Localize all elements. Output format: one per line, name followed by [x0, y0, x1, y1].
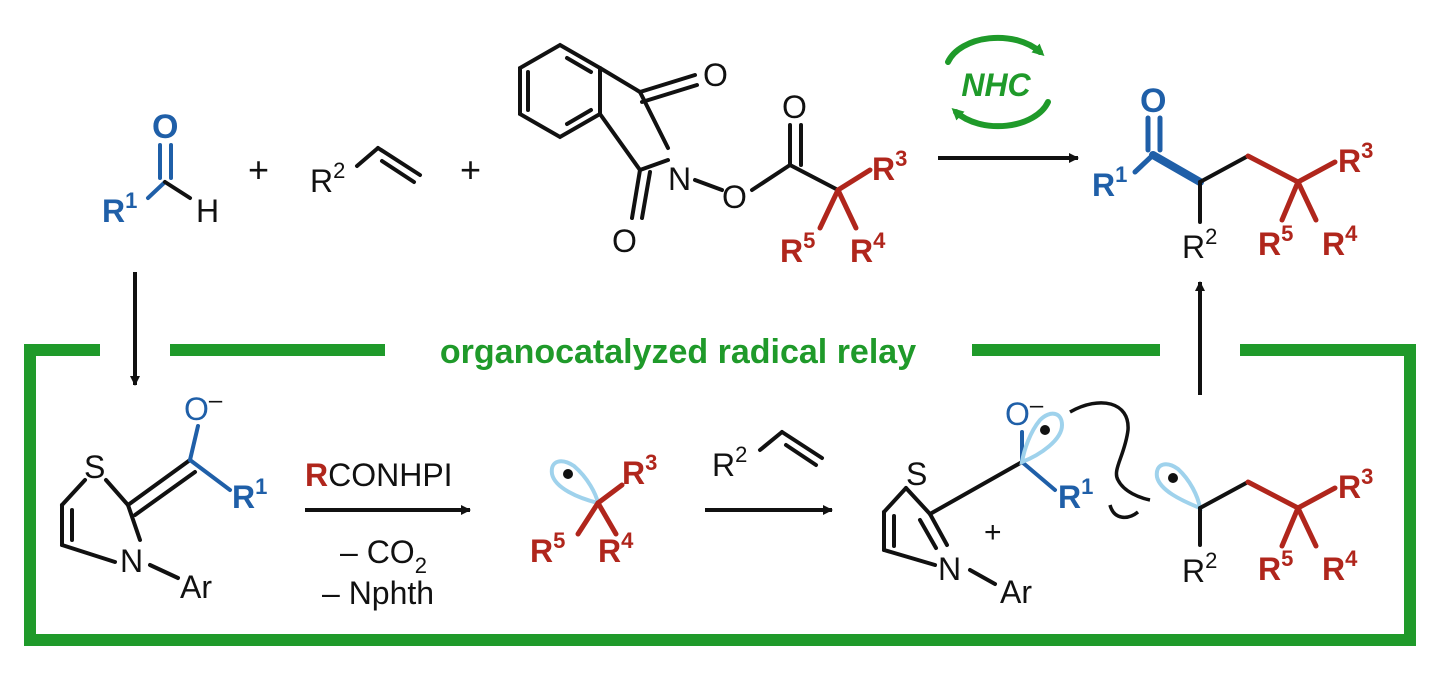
alkene-mid-bonds: [758, 430, 824, 467]
ketyl-nitrogen: N: [938, 551, 961, 587]
breslow-oxygen: O–: [184, 387, 223, 427]
nhc-label: NHC: [961, 67, 1031, 103]
coupling-half-arrow: [1108, 504, 1140, 520]
adduct-orbital: [1154, 462, 1203, 512]
reagent-label: RCONHPI: [305, 457, 453, 493]
nhc-cycle: [945, 34, 1051, 130]
adduct-bonds: [1198, 479, 1338, 549]
nhpi-r4: R4: [850, 228, 886, 269]
ketyl-orbital: [1019, 411, 1065, 466]
radical-coupling-arrow: [1069, 401, 1151, 502]
byproduct-co2: – CO2: [340, 534, 427, 578]
nhpi-nitrogen: N: [668, 161, 691, 197]
radical-orbital: [549, 459, 601, 506]
product-oxygen: O: [1140, 82, 1166, 120]
product-r4: R4: [1322, 221, 1358, 262]
nhpi-r5: R5: [780, 228, 815, 269]
alkene-top-r2: R2: [310, 158, 345, 199]
product-r1: R1: [1092, 162, 1127, 203]
adduct-r5: R5: [1258, 546, 1293, 587]
product-bonds: [1132, 115, 1338, 224]
ketyl-plus: +: [984, 516, 1002, 549]
adduct-r4: R4: [1322, 546, 1358, 587]
aldehyde-oxygen: O: [152, 108, 178, 146]
ketyl-thiazolium: [882, 430, 1057, 586]
adduct-r3: R3: [1338, 464, 1373, 505]
nhpi-o3: O: [722, 179, 747, 215]
ketyl-sulfur: S: [906, 456, 927, 492]
alkene-mid-r2: R2: [712, 442, 747, 483]
breslow-sulfur: S: [84, 449, 105, 485]
nhpi-o1: O: [703, 57, 728, 93]
plus-sign-1: +: [248, 149, 269, 190]
nhpi-ester: [518, 42, 840, 220]
breslow-intermediate: [60, 424, 232, 580]
relay-banner: organocatalyzed radical relay: [440, 333, 916, 371]
alkene-top-bonds: [355, 146, 422, 184]
breslow-nitrogen: N: [120, 543, 143, 579]
adduct-r2: R2: [1182, 548, 1217, 589]
breslow-r1: R1: [232, 474, 267, 515]
nhpi-r3: R3: [872, 146, 907, 187]
aldehyde: [146, 143, 192, 200]
radical-r5: R5: [530, 528, 565, 569]
product-r3: R3: [1338, 138, 1373, 179]
aldehyde-r1: R1: [102, 188, 137, 229]
nhpi-red-bonds: [817, 167, 873, 231]
breslow-ar: Ar: [180, 569, 212, 605]
radical-r4: R4: [598, 528, 634, 569]
product-r2: R2: [1182, 224, 1217, 265]
byproduct-nphth: – Nphth: [322, 575, 434, 611]
nhpi-o2: O: [612, 223, 637, 259]
ketyl-r1: R1: [1058, 474, 1093, 515]
ketyl-oxygen: O–: [1005, 392, 1044, 432]
product-r5: R5: [1258, 221, 1293, 262]
radical-r3: R3: [622, 450, 657, 491]
relay-frame: [24, 344, 1416, 646]
nhpi-o4: O: [782, 89, 807, 125]
ketyl-ar: Ar: [1000, 574, 1032, 610]
plus-sign-2: +: [460, 149, 481, 190]
aldehyde-hydrogen: H: [196, 193, 219, 229]
radical-bonds: [575, 482, 625, 537]
